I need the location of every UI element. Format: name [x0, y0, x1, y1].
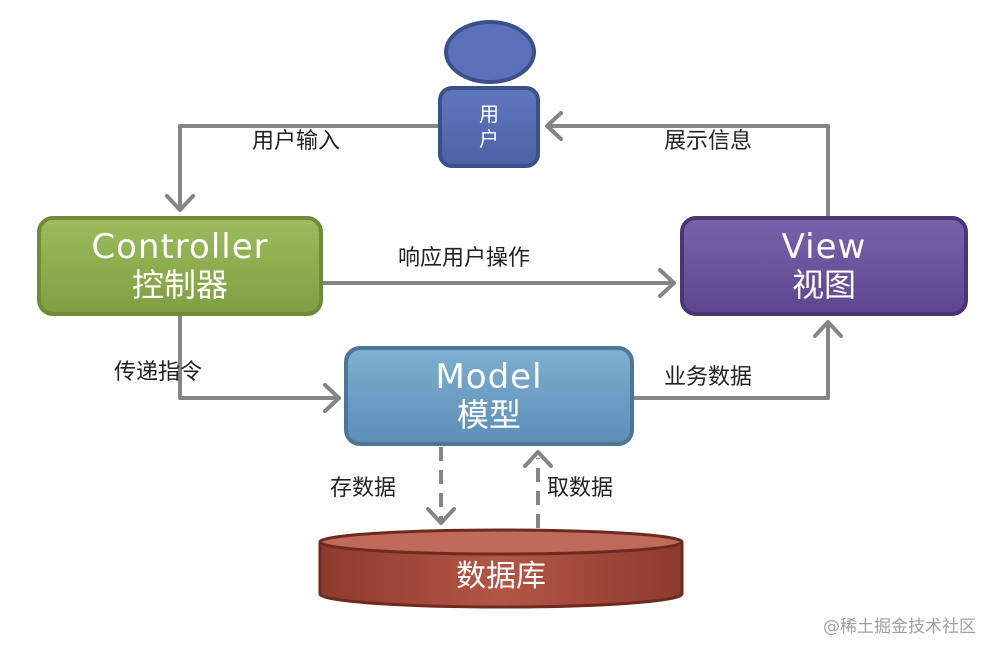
user-head-shape — [444, 20, 536, 84]
arrow-model-to-view — [632, 321, 830, 400]
model-node: Model 模型 — [344, 346, 634, 446]
controller-label-cn: 控制器 — [131, 266, 228, 305]
view-label-en: View — [781, 227, 867, 268]
arrow-controller-to-model — [178, 314, 340, 400]
arrowhead-database-to-model — [523, 450, 553, 468]
view-label-cn: 视图 — [791, 266, 856, 305]
watermark: @稀土掘金技术社区 — [823, 617, 976, 637]
label-business-data: 业务数据 — [664, 365, 753, 390]
arrowhead-view-to-user — [545, 111, 563, 141]
model-label-cn: 模型 — [456, 396, 521, 435]
label-store-data: 存数据 — [330, 476, 397, 501]
user-label-line2: 户 — [479, 127, 499, 151]
label-pass-command: 传递指令 — [114, 360, 203, 385]
arrowhead-controller-to-model — [323, 383, 341, 413]
label-user-input: 用户输入 — [252, 129, 341, 154]
model-label-en: Model — [435, 357, 543, 398]
user-node: 用 户 — [438, 86, 540, 168]
arrowhead-model-to-view — [813, 320, 843, 338]
label-respond-user-action: 响应用户操作 — [398, 246, 531, 271]
arrow-user-to-controller — [178, 124, 440, 211]
database-node: 数据库 — [318, 528, 684, 609]
user-label-line1: 用 — [479, 102, 499, 126]
arrowhead-controller-to-view — [658, 268, 676, 298]
arrowhead-model-to-database — [426, 507, 456, 525]
arrowhead-user-to-controller — [165, 194, 195, 212]
controller-label-en: Controller — [91, 227, 269, 268]
controller-node: Controller 控制器 — [37, 216, 323, 316]
database-label: 数据库 — [456, 559, 546, 594]
label-show-info: 展示信息 — [664, 129, 753, 154]
view-node: View 视图 — [680, 216, 968, 316]
label-fetch-data: 取数据 — [547, 476, 614, 501]
arrow-view-to-user — [546, 124, 830, 218]
